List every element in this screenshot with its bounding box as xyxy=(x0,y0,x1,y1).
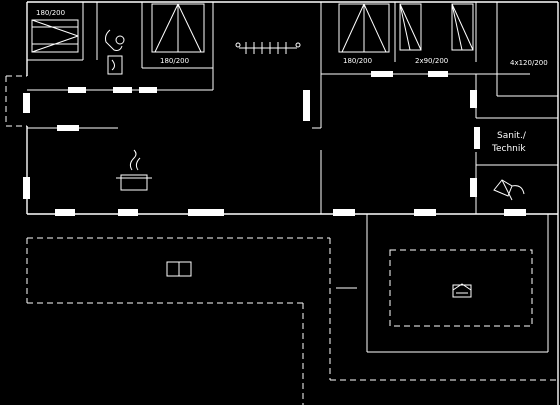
shower-icon xyxy=(493,179,525,201)
bed-label-top-left: 180/200 xyxy=(36,9,65,17)
bed-top-left xyxy=(31,19,79,53)
bed-2 xyxy=(338,3,390,53)
radiator-icon xyxy=(235,42,301,54)
bed-label-1: 180/200 xyxy=(160,57,189,65)
bed-label-3: 2x90/200 xyxy=(415,57,448,65)
outer-walls xyxy=(26,1,559,405)
terrace xyxy=(26,214,558,405)
bed-3 xyxy=(399,3,474,51)
tech-label-line2: Technik xyxy=(491,144,526,154)
table-icon xyxy=(166,261,192,277)
bed-label-4: 4x120/200 xyxy=(510,59,548,67)
bed-label-2: 180/200 xyxy=(343,57,372,65)
bed-1 xyxy=(151,3,205,53)
sink-icon xyxy=(105,29,125,75)
tech-label-line1: Sanit./ xyxy=(497,131,527,141)
bed-icon xyxy=(452,283,472,298)
stove-icon xyxy=(116,149,152,191)
windows xyxy=(23,71,526,216)
